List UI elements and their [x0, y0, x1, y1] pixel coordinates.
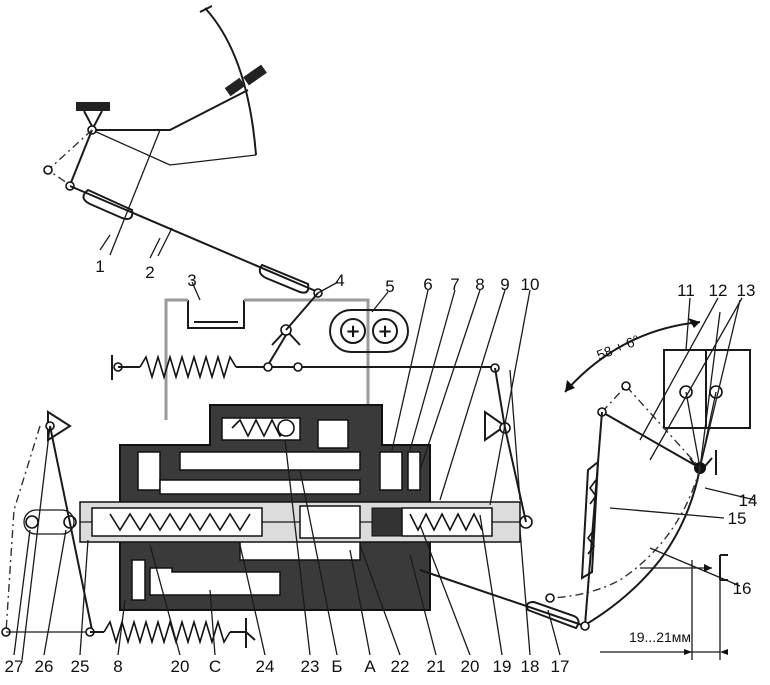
label-12: 12	[709, 281, 728, 300]
label-15: 15	[728, 509, 747, 528]
label-20-right: 20	[461, 657, 480, 676]
label-B: Б	[331, 657, 342, 676]
label-3: 3	[187, 271, 196, 290]
label-23: 23	[301, 657, 320, 676]
label-8: 8	[475, 275, 484, 294]
label-14: 14	[739, 491, 758, 510]
label-A: А	[364, 657, 376, 676]
label-4: 4	[335, 271, 344, 290]
label-C: С	[209, 657, 221, 676]
label-24: 24	[256, 657, 275, 676]
svg-text:+: +	[377, 321, 392, 342]
label-11: 11	[677, 281, 695, 300]
label-18: 18	[521, 657, 540, 676]
label-27: 27	[5, 657, 24, 676]
leader-lines	[13, 234, 756, 656]
label-20-left: 20	[171, 657, 190, 676]
label-8-bottom: 8	[113, 657, 122, 676]
label-17: 17	[551, 657, 570, 676]
label-2: 2	[145, 263, 154, 282]
label-25: 25	[71, 657, 90, 676]
angle-label: 58 + 6°	[594, 332, 642, 364]
top-spring-rod	[111, 354, 500, 380]
label-9: 9	[500, 275, 509, 294]
label-13: 13	[737, 281, 756, 300]
label-21: 21	[427, 657, 446, 676]
label-10: 10	[521, 275, 540, 294]
valve-body	[23, 404, 533, 611]
label-1: 1	[95, 257, 104, 276]
svg-text:+: +	[345, 321, 360, 342]
label-7: 7	[450, 275, 459, 294]
distance-label: 19...21мм	[629, 629, 691, 645]
right-pedal-linkage	[419, 299, 751, 660]
side-levers	[1, 367, 527, 661]
upper-pedal-linkage	[43, 5, 323, 298]
label-19: 19	[493, 657, 512, 676]
label-16: 16	[733, 579, 752, 598]
label-26: 26	[35, 657, 54, 676]
top-components: + +	[164, 292, 409, 420]
label-22: 22	[391, 657, 410, 676]
label-5: 5	[385, 277, 394, 296]
label-6: 6	[423, 275, 432, 294]
